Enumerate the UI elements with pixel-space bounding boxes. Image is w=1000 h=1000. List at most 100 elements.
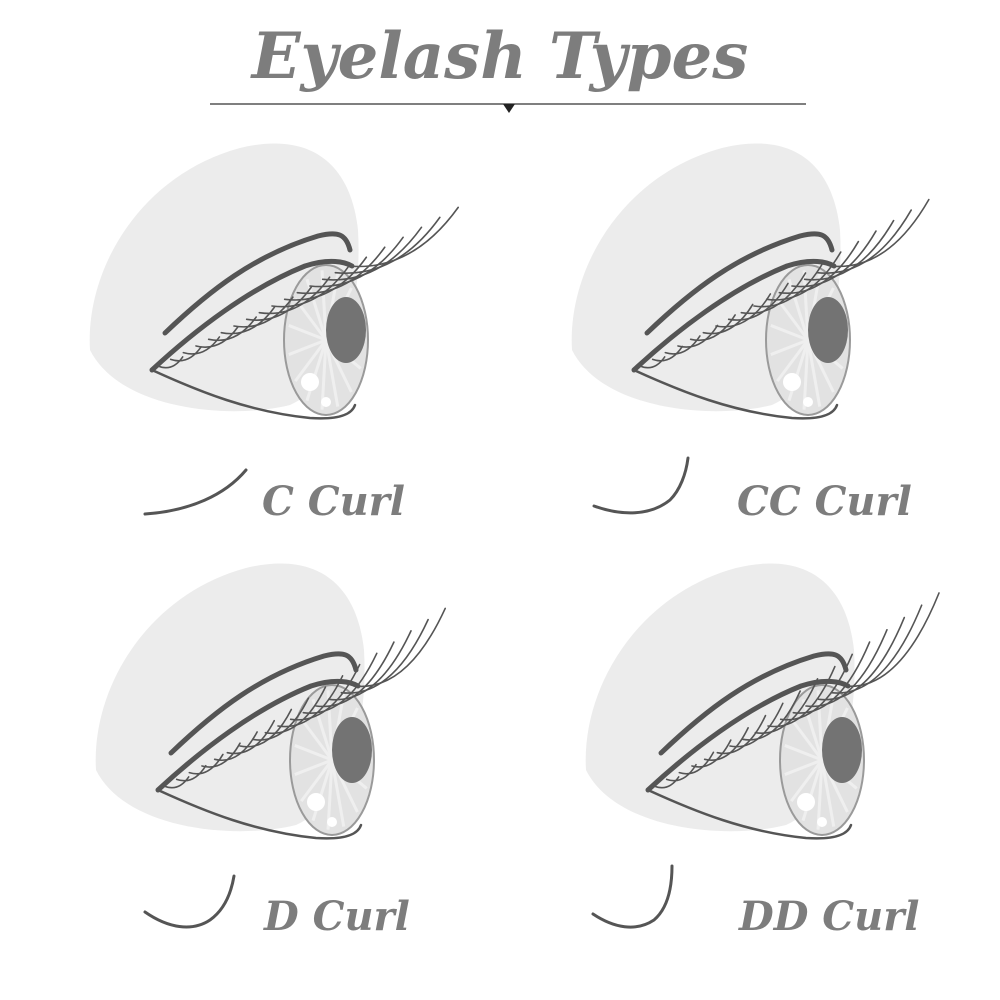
eyelash — [296, 246, 386, 295]
eyelash — [271, 266, 349, 308]
eyelash-group — [639, 198, 930, 369]
eye-illustration-d-curl — [95, 563, 446, 840]
iris-streak — [776, 339, 810, 383]
upper-eyelid — [149, 258, 355, 373]
panel-d-curl: D Curl — [95, 563, 446, 940]
eyelash — [843, 592, 940, 688]
eyelash — [741, 690, 801, 741]
eyelash-group — [163, 607, 446, 789]
upper-eyelid — [155, 678, 361, 793]
pupil — [808, 297, 848, 363]
eyelash — [677, 324, 719, 348]
iris-streak — [820, 759, 836, 827]
iris-streak — [784, 744, 823, 762]
eyelash — [207, 316, 257, 342]
dd-curl-lash-sample-icon — [591, 864, 674, 929]
eyelash — [653, 776, 680, 789]
iris-streak — [790, 717, 824, 761]
eyelash — [702, 303, 754, 335]
curl-label-dd-curl: DD Curl — [738, 893, 920, 940]
eyelash — [258, 276, 331, 315]
panel-dd-curl: DD Curl — [585, 563, 940, 940]
eyelash-group — [653, 592, 940, 789]
eyelash — [213, 731, 258, 762]
upper-eyelid — [631, 258, 837, 373]
eyelid-crease — [644, 231, 835, 336]
iris-streak — [326, 759, 334, 830]
cc-curl-lash-sample-icon — [592, 456, 690, 515]
eyelash — [289, 663, 361, 721]
eye-illustration-cc-curl — [571, 143, 930, 420]
iris-streak — [806, 339, 822, 407]
eye-highlight — [783, 373, 801, 391]
eyelash — [163, 776, 190, 789]
iris-streak — [776, 297, 810, 341]
c-curl-lash-sample-icon — [143, 468, 248, 516]
curl-label-cc-curl: CC Curl — [737, 478, 912, 525]
iris-streak — [324, 339, 340, 407]
eyelash — [175, 764, 207, 782]
eye-highlight-small — [817, 817, 827, 827]
eyelash — [188, 753, 224, 775]
eyelash — [220, 306, 276, 335]
eye-highlight-small — [327, 817, 337, 827]
eyelash — [353, 607, 446, 688]
iris-streak — [288, 324, 327, 342]
eyelash-group — [157, 206, 459, 369]
pupil — [326, 297, 366, 363]
iris-streak — [790, 759, 824, 803]
eyelid-crease — [168, 651, 359, 756]
eyelash — [651, 345, 684, 362]
iris-streak — [300, 759, 334, 803]
iris-streak — [294, 758, 333, 776]
eyelash — [754, 678, 819, 735]
eyelash — [195, 326, 239, 348]
eyelash — [157, 356, 184, 369]
eyelash — [201, 742, 241, 768]
eyelash — [830, 604, 923, 694]
d-curl-lash-sample-icon — [143, 874, 236, 929]
eyelash — [715, 293, 772, 328]
eye-highlight-small — [321, 397, 331, 407]
eyelash — [226, 719, 275, 755]
eyelash — [691, 739, 732, 768]
iris-streak — [801, 698, 824, 761]
eyelash — [792, 641, 871, 714]
eye-highlight — [301, 373, 319, 391]
iris-streak — [326, 690, 334, 761]
eyelid-crease — [658, 651, 849, 756]
lower-eyelid — [156, 788, 363, 840]
iris-streak — [320, 339, 328, 410]
eyelash — [169, 346, 202, 362]
panel-cc-curl: CC Curl — [571, 143, 930, 525]
eye-highlight — [797, 793, 815, 811]
iris-streak — [787, 278, 810, 341]
eyelash — [727, 282, 789, 321]
eyelash — [678, 751, 715, 775]
eyelash — [664, 335, 701, 355]
eyelash — [233, 296, 294, 328]
eyelid-crease — [162, 231, 353, 336]
lower-eyelid — [150, 368, 357, 420]
eyelash — [829, 198, 930, 268]
iris-streak — [816, 690, 824, 761]
iris-streak — [330, 759, 346, 827]
pupil — [332, 717, 372, 783]
eye-highlight — [307, 793, 325, 811]
eyelash — [340, 618, 429, 694]
iris-streak — [816, 759, 824, 830]
eyelash — [347, 206, 459, 268]
iris-streak — [294, 744, 333, 762]
iris-streak — [802, 270, 810, 341]
lower-eyelid — [632, 368, 839, 420]
eyelash — [639, 356, 666, 369]
iris-streak — [320, 270, 328, 341]
divider-pointer-icon — [503, 104, 515, 113]
curl-label-d-curl: D Curl — [263, 893, 410, 940]
header: Eyelash Types — [210, 19, 806, 113]
upper-eyelid — [645, 678, 851, 793]
iris-streak — [311, 698, 334, 761]
lower-eyelid — [646, 788, 853, 840]
eye-highlight-small — [803, 397, 813, 407]
iris-streak — [770, 324, 809, 342]
